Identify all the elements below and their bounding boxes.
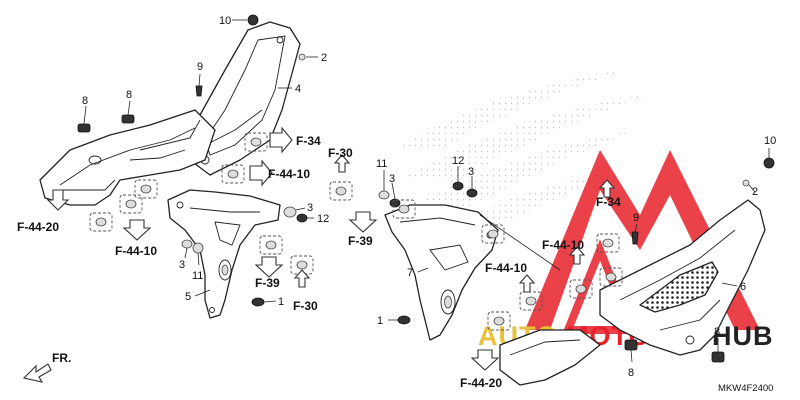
part-7-center-cover xyxy=(384,204,499,341)
part-label-1-left: 1 xyxy=(278,296,284,308)
ref-f4420-left: F-44-20 xyxy=(17,220,59,234)
bolt-8-right-a-icon xyxy=(624,339,638,351)
bolt-8-left-b-icon xyxy=(121,114,135,124)
part-label-9-left: 9 xyxy=(197,61,203,73)
nut-12-left-icon xyxy=(296,213,308,223)
left-side-cover-rear xyxy=(39,109,216,206)
screw-10-left-icon xyxy=(247,14,259,26)
grommet-1-left-icon xyxy=(251,297,265,307)
ref-f4420-right: F-44-20 xyxy=(460,376,502,390)
ref-f34-left: F-34 xyxy=(296,134,321,148)
front-direction-arrow: FR. xyxy=(22,351,71,383)
part-label-2-left: 2 xyxy=(321,52,327,64)
leader-lines xyxy=(83,19,770,363)
part-label-10-right: 10 xyxy=(764,135,776,147)
grommet-3-left-a-icon xyxy=(181,239,193,249)
clip-2-right-icon xyxy=(742,179,750,187)
ref-f39-left: F-39 xyxy=(255,276,280,290)
arrow-down-f4410-left-icon xyxy=(122,219,152,241)
grommet-11-right-icon xyxy=(378,190,390,200)
part-label-8-right-b: 8 xyxy=(714,326,720,338)
part-6-right-side-cover xyxy=(599,199,766,356)
fr-arrow-icon xyxy=(22,363,52,383)
arrow-right-f34-left-icon xyxy=(269,126,293,154)
clip-2-left-icon xyxy=(298,53,306,61)
arrow-up-f4410-lower-right-icon xyxy=(518,274,536,293)
part-label-7: 7 xyxy=(407,267,413,279)
watermark-text-hub: HUB xyxy=(712,321,774,351)
part-label-3-right-b: 3 xyxy=(468,166,474,178)
grommet-1-right-icon xyxy=(397,315,411,325)
arrow-down-f39-left-icon xyxy=(254,256,284,278)
ref-f39-mid: F-39 xyxy=(348,234,373,248)
arrow-up-f34-right-icon xyxy=(598,179,616,198)
right-lower-panel xyxy=(499,329,601,386)
direction-label: FR. xyxy=(52,351,71,365)
part-label-3-left-a: 3 xyxy=(179,259,185,271)
clip-9-right-icon xyxy=(631,231,639,245)
ref-f34-right: F-34 xyxy=(596,195,621,209)
arrow-down-f4420-right-icon xyxy=(470,349,500,371)
clip-9-left-icon xyxy=(195,85,203,97)
part-label-11-left: 11 xyxy=(192,270,203,282)
nut-12-right-icon xyxy=(452,181,464,191)
screw-10-right-icon xyxy=(763,157,775,169)
left-reference-arrows xyxy=(46,126,311,288)
ref-f4410-left-upper: F-44-10 xyxy=(268,167,310,181)
arrow-up-f30-left-icon xyxy=(293,269,311,288)
part-label-5: 5 xyxy=(185,291,191,303)
grommet-3-right-b-icon xyxy=(466,188,478,198)
part-label-12-left: 12 xyxy=(317,213,329,225)
arrow-down-f39-mid-icon xyxy=(348,211,378,233)
reference-callouts: F-34 F-44-10 F-44-20 F-44-10 F-39 F-30 F… xyxy=(17,134,621,390)
bolt-8-right-b-icon xyxy=(711,351,725,363)
part-label-2-right: 2 xyxy=(752,186,758,198)
part-label-8-left-b: 8 xyxy=(126,89,132,101)
arrow-up-f4410-right-icon xyxy=(568,246,586,265)
ref-f30-mid: F-30 xyxy=(328,146,353,160)
part-label-9-right: 9 xyxy=(633,212,639,224)
middle-grommet-sites xyxy=(329,181,623,331)
part-label-3-left-b: 3 xyxy=(307,202,313,214)
part-label-8-right-a: 8 xyxy=(628,367,634,379)
diagram-code: MKW4F2400 xyxy=(718,383,773,394)
left-grommet-sites xyxy=(89,132,314,275)
part-label-12-right: 12 xyxy=(452,155,464,167)
bolt-8-left-a-icon xyxy=(77,123,91,133)
part-label-6: 6 xyxy=(740,281,746,293)
part-label-3-right-a: 3 xyxy=(389,173,395,185)
part-number-labels: 10 2 9 4 8 8 3 12 3 11 5 1 11 3 12 3 7 1… xyxy=(82,15,776,379)
ref-f4410-right-lower: F-44-10 xyxy=(485,261,527,275)
part-label-8-left-a: 8 xyxy=(82,95,88,107)
right-reference-arrows xyxy=(333,154,616,371)
part-label-1-right: 1 xyxy=(377,315,383,327)
grommet-3-left-b-icon xyxy=(283,206,297,218)
part-label-10-left: 10 xyxy=(219,15,231,27)
grommet-11-left-icon xyxy=(192,242,204,254)
part-label-11-right: 11 xyxy=(376,158,387,170)
ref-f4410-right-upper: F-44-10 xyxy=(542,238,584,252)
part-label-4: 4 xyxy=(295,83,301,95)
ref-f30-left: F-30 xyxy=(293,299,318,313)
ref-f4410-left-lower: F-44-10 xyxy=(115,244,157,258)
arrow-up-f30-mid-icon xyxy=(333,154,351,173)
arrow-down-f4420-left-icon xyxy=(46,189,70,211)
arrow-right-f4410-left-icon xyxy=(249,159,273,187)
